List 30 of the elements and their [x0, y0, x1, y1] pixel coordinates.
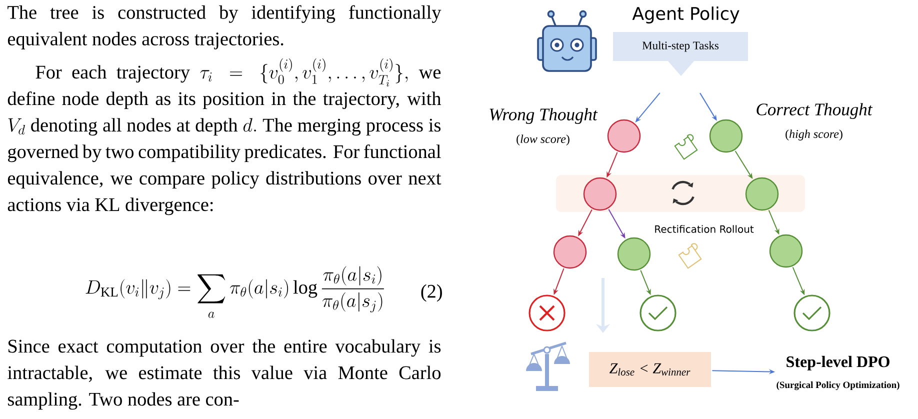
paragraph: The tree is constructed by identifying functionally equivalent nodes across trajectories. — [8, 5, 442, 50]
thought-circle — [769, 234, 803, 268]
label: $V_d$ — [8, 118, 25, 134]
equation-number: (2) — [421, 284, 442, 302]
label: The merging process is — [262, 118, 441, 136]
label: actions via KL divergence: — [8, 198, 213, 216]
heading: Agent Policy — [632, 6, 740, 24]
label: equivalence, we compare policy distributions over next — [8, 171, 442, 189]
label: $d.$ — [243, 118, 256, 132]
thought-circle — [583, 177, 617, 211]
check-circle — [640, 294, 676, 332]
label: governed by two compatibility predicates. For functional — [8, 144, 441, 162]
paragraph: Since exact computation over the entire vocabulary is intractable, we estimate this value via Monte Carlo sampling. Two nodes are con- — [8, 339, 441, 410]
formula-box: Z$_{lose}$ < Z$_{winner}$ — [589, 352, 711, 387]
label: denoting all nodes at depth — [31, 118, 238, 136]
cross-circle — [528, 294, 566, 332]
label: $\tau_i = \{v_0^{(i)}, v_1^{(i)}, \ldots, v_{T_i}^{(i)}\},$ — [200, 58, 408, 86]
task-box: Multi-step Tasks — [613, 32, 748, 76]
label: define node depth as its position in the trajectory, with — [8, 91, 441, 110]
check-circle — [794, 294, 830, 332]
label: For each trajectory — [36, 65, 190, 83]
equation: $D_{\mathrm{KL}}(v_i \| v_j) = \sum_a \pi_\theta(a|s_i) \log \frac{\pi_\theta(a|s_i)}{\pi_\theta(a|s_j)}$ — [86, 266, 384, 318]
thought-circle — [617, 237, 651, 271]
branch-label: Wrong Thought (low score) — [490, 108, 598, 146]
branch-label: Correct Thought (high score) — [756, 103, 873, 140]
paragraph: For each trajectory $\tau_i = \{v_0^{(i)}, v_1^{(i)}, \ldots, v_{T_i}^{(i)}\},$ we define node depth as its position in the trajectory, with $V_d$ denoting all nodes at depth $d.$ The merging process is governed by two compatibility predicates. For functional equivalence, we compare policy distributions over next actions via KL divergence: — [8, 58, 442, 216]
result-text: Step-level DPO (Surgical Policy Optimization) — [776, 356, 900, 390]
label: we — [418, 69, 441, 79]
thought-circle — [745, 177, 779, 211]
thought-circle — [553, 235, 587, 269]
